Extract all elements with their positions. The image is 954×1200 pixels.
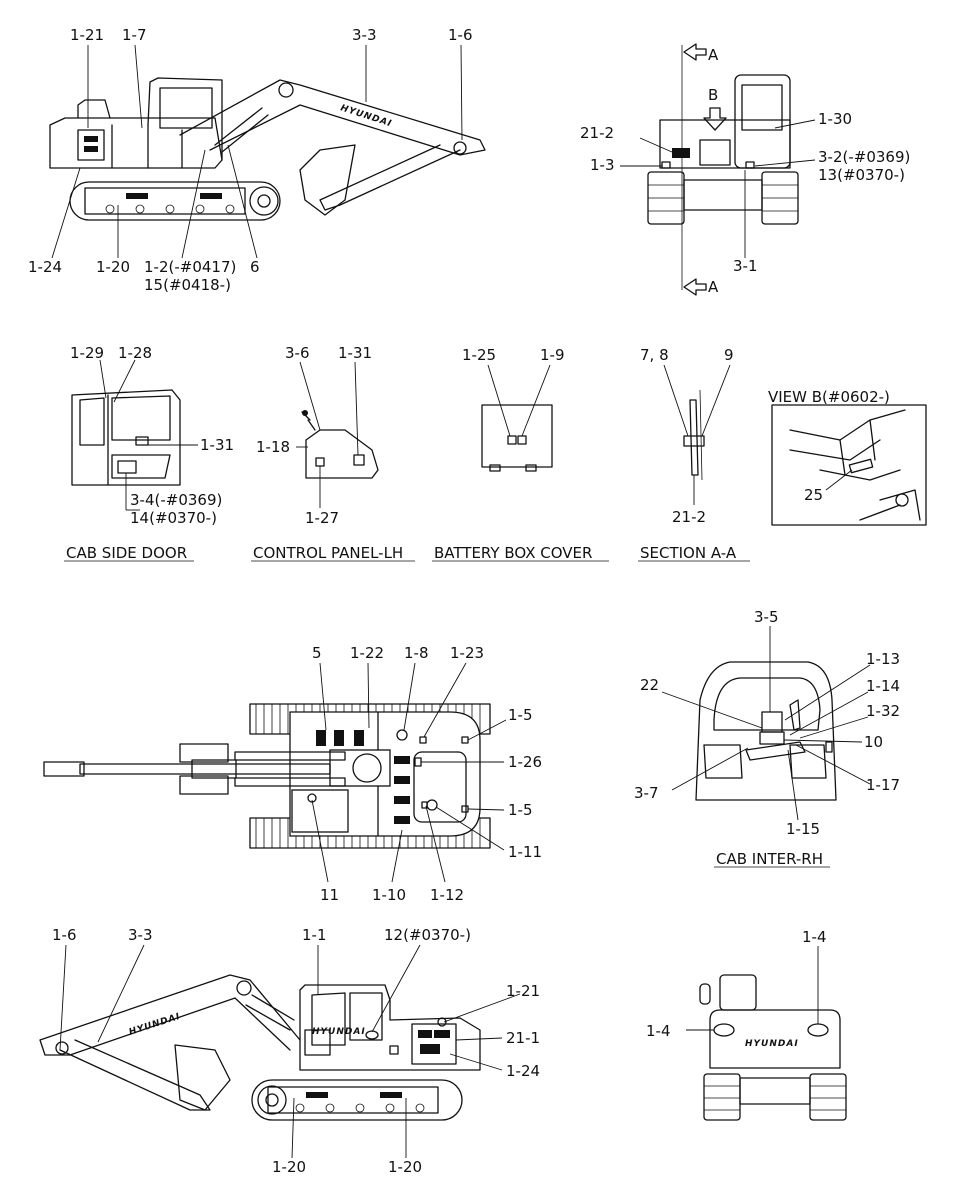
label-1-2: 1-2(-#0417) [144,258,236,276]
view-b-detail: VIEW B(#0602-) 25 [768,388,927,526]
label-1-10: 1-10 [372,886,406,904]
label-1-1: 1-1 [302,926,327,944]
caption-control-panel: CONTROL PANEL-LH [253,544,403,562]
label-1-21: 1-21 [506,982,540,1000]
label-3-6: 3-6 [285,344,310,362]
excavator-top-view: 5 1-22 1-8 1-23 1-5 1-26 1-5 1-11 11 1-1… [43,644,542,904]
label-9: 9 [724,346,734,364]
label-section-a-top: A [708,46,719,64]
label-12: 12(#0370-) [384,926,471,944]
label-view-b-title: VIEW B(#0602-) [768,388,890,406]
label-1-30: 1-30 [818,110,852,128]
label-3-7: 3-7 [634,784,659,802]
label-1-23: 1-23 [450,644,484,662]
battery-box-cover-detail: 1-25 1-9 BATTERY BOX COVER [432,346,609,562]
excavator-right-side-view: HYUNDAI HYUNDAI 1-6 3-3 1-1 12(#0370-) 1… [39,926,540,1176]
label-1-5: 1-5 [508,801,533,819]
label-1-25: 1-25 [462,346,496,364]
label-22: 22 [640,676,659,694]
cab-side-door-detail: 1-29 1-28 1-31 3-4(-#0369) 14(#0370-) CA… [64,344,234,562]
label-3-3: 3-3 [128,926,153,944]
label-21-2: 21-2 [672,508,706,526]
cab-interior-rh-detail: 3-5 1-13 22 1-14 1-32 10 3-7 1-17 1-15 C… [634,608,900,868]
label-15: 15(#0418-) [144,276,231,294]
label-6: 6 [250,258,260,276]
label-7-8: 7, 8 [640,346,669,364]
label-1-8: 1-8 [404,644,429,662]
label-10: 10 [864,733,883,751]
label-21-2: 21-2 [580,124,614,142]
label-1-24: 1-24 [506,1062,540,1080]
label-view-b: B [708,86,718,104]
label-1-31: 1-31 [200,436,234,454]
label-21-1: 21-1 [506,1029,540,1047]
label-1-6: 1-6 [52,926,77,944]
label-3-3: 3-3 [352,26,377,44]
label-1-28: 1-28 [118,344,152,362]
label-1-13: 1-13 [866,650,900,668]
label-1-22: 1-22 [350,644,384,662]
arrow-down-icon [703,107,727,131]
label-1-9: 1-9 [540,346,565,364]
label-1-31: 1-31 [338,344,372,362]
label-5: 5 [312,644,322,662]
arrow-left-icon [683,278,707,296]
rear-brand-text: HYUNDAI [745,1039,799,1049]
control-panel-lh-detail: 3-6 1-31 1-18 1-27 CONTROL PANEL-LH [251,344,415,562]
excavator-rear-view: HYUNDAI 1-4 1-4 [646,928,847,1121]
label-1-14: 1-14 [866,677,900,695]
label-3-4: 3-4(-#0369) [130,491,222,509]
label-1-7: 1-7 [122,26,147,44]
label-1-17: 1-17 [866,776,900,794]
label-1-20: 1-20 [272,1158,306,1176]
excavator-left-side-view: HYUNDAI 1-21 1-7 3-3 1-6 1-24 1-20 1-2(-… [28,26,486,294]
label-1-18: 1-18 [256,438,290,456]
label-1-11: 1-11 [508,843,542,861]
label-1-15: 1-15 [786,820,820,838]
label-1-27: 1-27 [305,509,339,527]
caption-section-a-a: SECTION A-A [640,544,737,562]
label-13: 13(#0370-) [818,166,905,184]
arrow-left-icon [683,43,707,61]
label-1-4: 1-4 [802,928,827,946]
caption-cab-side-door: CAB SIDE DOOR [66,544,187,562]
label-1-20: 1-20 [388,1158,422,1176]
label-1-4: 1-4 [646,1022,671,1040]
label-25: 25 [804,486,823,504]
label-1-24: 1-24 [28,258,62,276]
section-a-a-detail: 7, 8 9 21-2 SECTION A-A [638,346,750,562]
label-1-21: 1-21 [70,26,104,44]
excavator-front-view: A A B 21-2 1-3 1-30 3-2(-#0369) 13(#0370… [580,43,910,296]
label-11: 11 [320,886,339,904]
caption-cab-inter: CAB INTER-RH [716,850,823,868]
cab-brand-text: HYUNDAI [312,1027,366,1037]
label-1-3: 1-3 [590,156,615,174]
label-1-29: 1-29 [70,344,104,362]
boom-brand-text: HYUNDAI [128,1012,182,1038]
label-1-26: 1-26 [508,753,542,771]
label-1-5: 1-5 [508,706,533,724]
label-3-2: 3-2(-#0369) [818,148,910,166]
label-1-12: 1-12 [430,886,464,904]
label-1-32: 1-32 [866,702,900,720]
label-1-20: 1-20 [96,258,130,276]
label-14: 14(#0370-) [130,509,217,527]
label-1-6: 1-6 [448,26,473,44]
caption-battery-box: BATTERY BOX COVER [434,544,592,562]
label-3-1: 3-1 [733,257,758,275]
label-section-a-bottom: A [708,278,719,296]
label-3-5: 3-5 [754,608,779,626]
